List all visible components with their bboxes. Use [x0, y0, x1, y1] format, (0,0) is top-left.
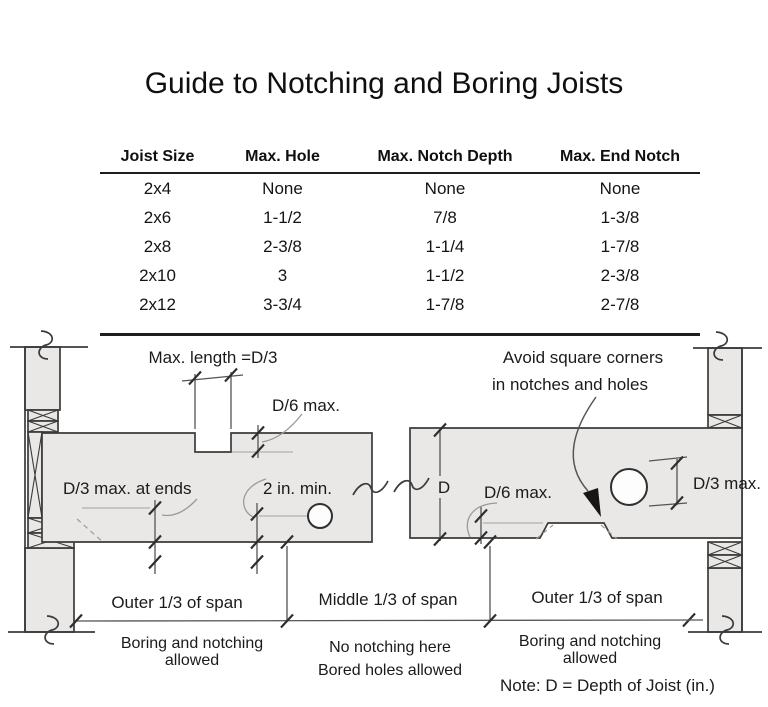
cell-size: 2x6 [143, 207, 172, 227]
label-avoid-2: in notches and holes [492, 375, 648, 394]
callout-avoid-corners: Avoid square corners in notches and hole… [492, 348, 663, 517]
joist-spec-table-wrap: Joist Size Max. Hole Max. Notch Depth Ma… [100, 142, 700, 336]
col-header-max-end-notch: Max. End Notch [540, 142, 700, 174]
label-2in-min: 2 in. min. [263, 479, 332, 498]
label-outer-left: Outer 1/3 of span [111, 593, 242, 612]
cell-notch: 1-1/2 [425, 265, 465, 285]
cell-notch: 1-1/4 [425, 236, 465, 256]
cell-hole: None [262, 178, 303, 198]
dim-max-length: Max. length =D/3 [149, 348, 278, 429]
dim-d3-ends: D/3 max. at ends [63, 479, 198, 574]
dim-d3-right: D/3 max. [648, 455, 761, 511]
cell-size: 2x12 [139, 294, 176, 314]
table-row: 2x8 2-3/8 1-1/4 1-7/8 [100, 232, 700, 261]
dim-d6-left: D/6 max. [232, 396, 340, 459]
joist-spec-table: Joist Size Max. Hole Max. Notch Depth Ma… [100, 142, 700, 319]
label-depth: D [438, 478, 450, 497]
table-header-row: Joist Size Max. Hole Max. Notch Depth Ma… [100, 142, 700, 174]
cell-size: 2x4 [143, 178, 172, 198]
cell-notch: 1-7/8 [425, 294, 465, 314]
label-d6-right: D/6 max. [484, 483, 552, 502]
bored-hole [610, 468, 648, 506]
cell-hole: 1-1/2 [263, 207, 302, 227]
cell-notch: None [424, 178, 466, 198]
cell-end-notch: 1-3/8 [600, 207, 640, 227]
label-middle: Middle 1/3 of span [319, 590, 458, 609]
right-wall [681, 331, 762, 645]
table-row: 2x10 3 1-1/2 2-3/8 [100, 261, 700, 290]
label-boring-left-2: allowed [165, 652, 219, 669]
col-header-max-notch-depth: Max. Notch Depth [350, 142, 540, 174]
page-title: Guide to Notching and Boring Joists [144, 67, 624, 100]
cell-hole: 3 [277, 265, 288, 285]
table-row: 2x12 3-3/4 1-7/8 2-7/8 [100, 290, 700, 319]
table-row: 2x4 None None None [100, 173, 700, 203]
label-d3-right: D/3 max. [693, 474, 761, 493]
label-no-notch-2: Bored holes allowed [318, 662, 462, 679]
dim-2in-min: 2 in. min. [243, 478, 332, 574]
col-header-max-hole: Max. Hole [215, 142, 350, 174]
bored-hole [307, 503, 333, 529]
label-no-notch-1: No notching here [329, 639, 451, 656]
cell-end-notch: 2-7/8 [600, 294, 640, 314]
left-joist [41, 432, 389, 543]
cell-size: 2x10 [139, 265, 176, 285]
label-boring-left-1: Boring and notching [121, 635, 263, 652]
label-boring-right-2: allowed [563, 650, 617, 667]
right-joist [393, 427, 743, 540]
span-dimensions: Outer 1/3 of span Middle 1/3 of span Out… [68, 534, 704, 679]
cell-end-notch: None [599, 178, 641, 198]
label-avoid-1: Avoid square corners [503, 348, 663, 367]
table-row: 2x6 1-1/2 7/8 1-3/8 [100, 203, 700, 232]
dim-d6-right: D/6 max. [466, 483, 552, 546]
cell-size: 2x8 [143, 236, 172, 256]
label-boring-right-1: Boring and notching [519, 633, 661, 650]
label-max-length: Max. length =D/3 [149, 348, 278, 367]
cell-end-notch: 2-3/8 [600, 265, 640, 285]
note-depth: Note: D = Depth of Joist (in.) [500, 676, 715, 695]
arrowhead-icon [583, 488, 601, 517]
cell-notch: 7/8 [433, 207, 457, 227]
cell-hole: 3-3/4 [263, 294, 302, 314]
cell-hole: 2-3/8 [263, 236, 302, 256]
label-d6-left: D/6 max. [272, 396, 340, 415]
cell-end-notch: 1-7/8 [600, 236, 640, 256]
col-header-joist-size: Joist Size [100, 142, 215, 174]
label-d3-ends: D/3 max. at ends [63, 479, 192, 498]
dim-depth: D [432, 422, 450, 547]
label-outer-right: Outer 1/3 of span [531, 588, 662, 607]
